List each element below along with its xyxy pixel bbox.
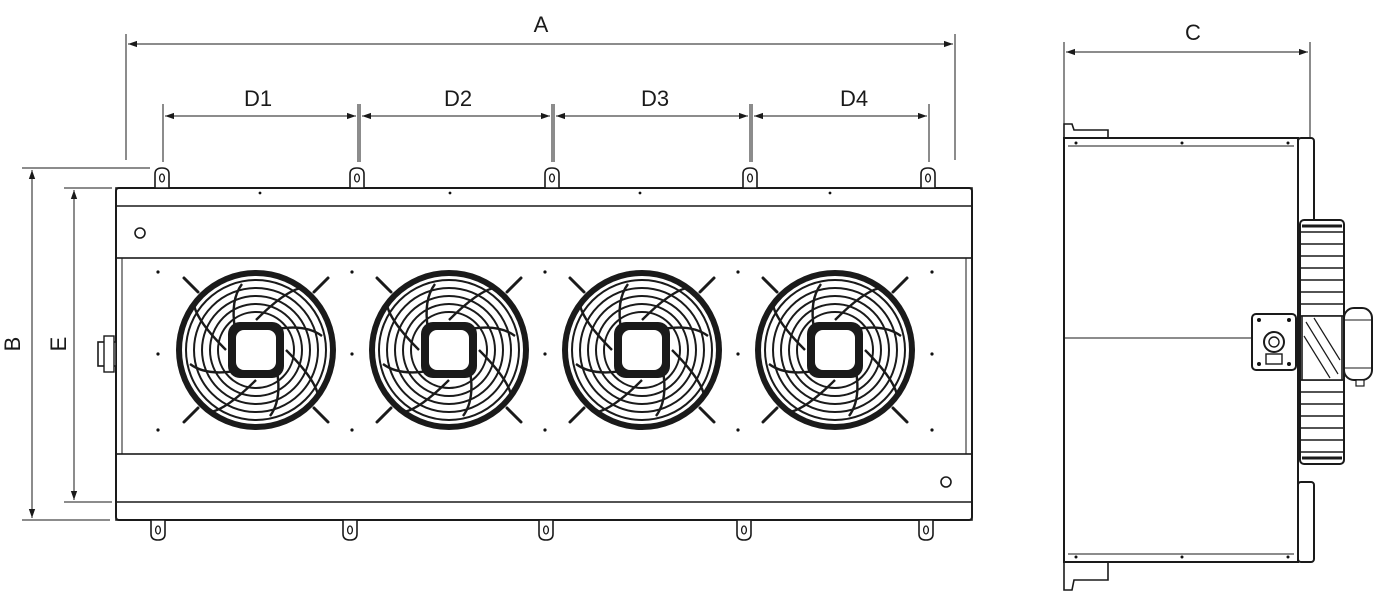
front-view: [97, 167, 973, 541]
drain-hole-icon: [940, 476, 952, 488]
hanger-lug-icon: [346, 167, 368, 189]
fan-guard-icon: [174, 268, 338, 432]
dim-label-a: A: [534, 12, 549, 37]
dim-label-d3: D3: [641, 86, 669, 111]
dim-label-c: C: [1185, 20, 1201, 45]
drain-hole-icon: [134, 227, 146, 239]
hanger-lug-icon: [733, 519, 755, 541]
hanger-lug-icon: [915, 519, 937, 541]
hanger-lug-icon: [541, 167, 563, 189]
dim-label-b: B: [0, 337, 25, 352]
hanger-lug-icon: [535, 519, 557, 541]
dim-label-d2: D2: [444, 86, 472, 111]
dim-label-e: E: [46, 337, 71, 352]
dim-label-d4: D4: [840, 86, 868, 111]
side-view: C: [1063, 20, 1373, 591]
fan-guard-icon: [367, 268, 531, 432]
top-bracket: [1063, 123, 1109, 138]
hanger-lug-icon: [147, 519, 169, 541]
dimension-lines: [22, 34, 956, 521]
terminal-box-icon: [1251, 313, 1297, 371]
bottom-bracket: [1063, 562, 1109, 591]
fan-guard-icon: [560, 268, 724, 432]
top-panel-plate: [1297, 137, 1315, 233]
pipe-connector-icon: [97, 335, 117, 373]
dim-label-d1: D1: [244, 86, 272, 111]
fan-profile-icon: [1299, 219, 1345, 465]
fan-guard-icon: [753, 268, 917, 432]
hanger-lug-icon: [151, 167, 173, 189]
fan-motor-icon: [1343, 307, 1373, 387]
bottom-panel-plate: [1297, 481, 1315, 563]
hanger-lug-icon: [739, 167, 761, 189]
hanger-lug-icon: [339, 519, 361, 541]
hanger-lug-icon: [917, 167, 939, 189]
